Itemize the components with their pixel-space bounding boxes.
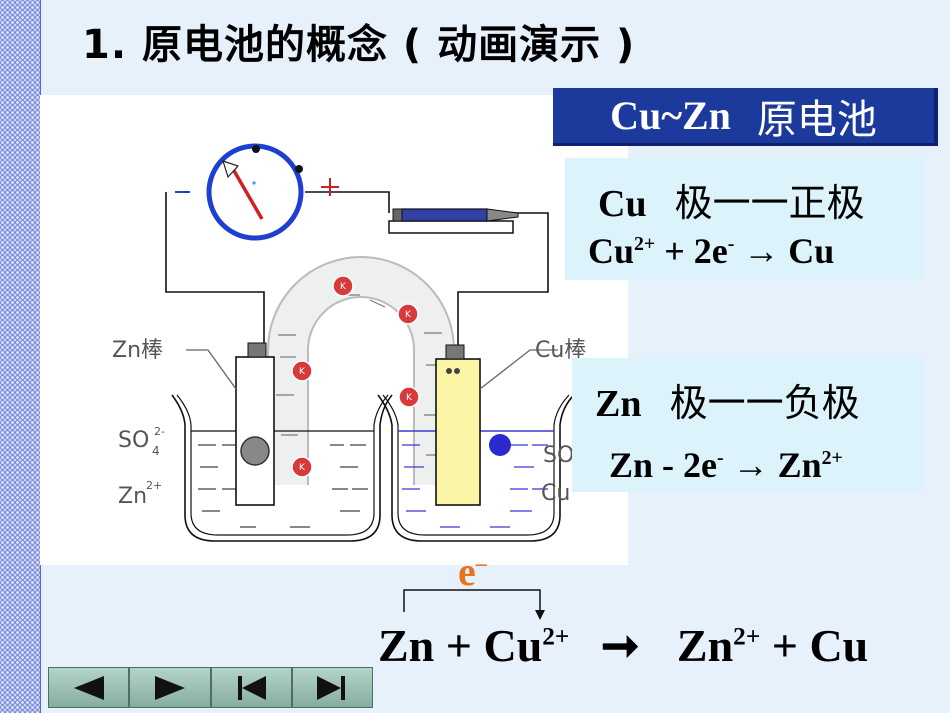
svg-text:K: K (406, 393, 413, 403)
zn-rod-label: Zn棒 (112, 338, 163, 363)
galvanic-cell-diagram: K K K K K Zn棒 Cu棒 SO 4 2- Zn 2+ SO Cu (40, 95, 628, 565)
svg-text:SO: SO (118, 428, 149, 453)
last-slide-button[interactable] (292, 668, 372, 707)
last-icon (317, 675, 346, 700)
svg-text:K: K (405, 310, 412, 320)
slide-navigation (48, 667, 373, 708)
zn-head-cjk: 极一一负极 (669, 381, 860, 425)
overall-reaction: Zn + Cu2+ ➞ Zn2+ + Cu (378, 620, 869, 671)
next-icon (154, 675, 185, 700)
next-button[interactable] (130, 668, 212, 707)
cu-head-latin: Cu (598, 183, 647, 225)
svg-text:Cu: Cu (541, 481, 570, 506)
electron-label: e– (458, 549, 487, 594)
svg-text:K: K (299, 367, 306, 377)
banner-cjk: 原电池 (756, 96, 877, 143)
svg-text:Zn: Zn (118, 484, 147, 509)
svg-text:SO: SO (543, 443, 574, 468)
cu-zn-cell-banner: Cu~Zn 原电池 (553, 88, 938, 146)
cu-head-cjk: 极一一正极 (674, 181, 865, 225)
copper-beaker (377, 344, 575, 542)
decorative-border (0, 0, 41, 713)
prev-icon (73, 675, 104, 700)
slide-title: 1. 原电池的概念 ( 动画演示 ) (82, 22, 636, 68)
svg-text:2-: 2- (154, 425, 165, 438)
svg-text:4: 4 (152, 444, 160, 458)
galvanometer (175, 143, 339, 241)
cell-illustration: K K K K K Zn棒 Cu棒 SO 4 2- Zn 2+ SO Cu (112, 143, 586, 542)
svg-text:K: K (340, 282, 347, 292)
zn-electrode-panel: Zn 极一一负极 Zn - 2e- → Zn2+ (572, 358, 924, 492)
cu-half-reaction: Cu2+ + 2e- → Cu (588, 231, 835, 271)
banner-latin: Cu~Zn (610, 93, 731, 138)
potassium-ions: K K K K K (291, 275, 420, 478)
electron-transfer-arrow (403, 589, 545, 620)
prev-button[interactable] (49, 668, 131, 707)
first-icon (238, 675, 267, 700)
switch (388, 208, 519, 234)
cu-electrode-panel: Cu 极一一正极 Cu2+ + 2e- → Cu (565, 158, 923, 280)
zinc-beaker (171, 342, 393, 542)
svg-text:K: K (299, 463, 306, 473)
zn-head-latin: Zn (595, 383, 642, 425)
zn-half-reaction: Zn - 2e- → Zn2+ (609, 445, 843, 485)
svg-text:2+: 2+ (146, 479, 162, 492)
first-slide-button[interactable] (211, 668, 293, 707)
